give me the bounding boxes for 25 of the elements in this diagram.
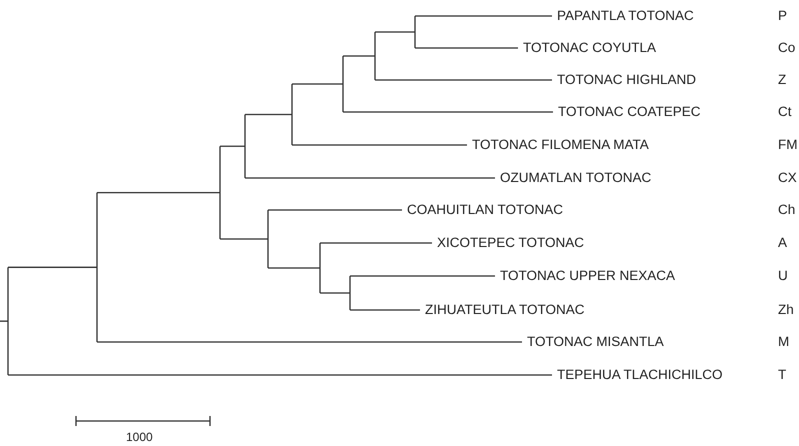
taxon-label: COAHUITLAN TOTONAC bbox=[407, 202, 564, 218]
taxon-label: TOTONAC UPPER NEXACA bbox=[500, 268, 676, 284]
taxon-code: Zh bbox=[778, 302, 794, 318]
taxon-label: OZUMATLAN TOTONAC bbox=[500, 170, 652, 186]
taxon-code: Z bbox=[778, 72, 786, 88]
taxon-code: T bbox=[778, 367, 786, 383]
scale-value: 1000 bbox=[126, 429, 153, 445]
taxon-label: TOTONAC MISANTLA bbox=[527, 334, 664, 350]
taxon-label: TOTONAC COYUTLA bbox=[523, 40, 656, 56]
taxon-label: TOTONAC HIGHLAND bbox=[557, 72, 696, 88]
taxon-code: U bbox=[778, 268, 788, 284]
taxon-code: Ch bbox=[778, 202, 796, 218]
taxon-code: Co bbox=[778, 40, 796, 56]
taxon-label: XICOTEPEC TOTONAC bbox=[437, 235, 584, 251]
taxon-code: A bbox=[778, 235, 788, 251]
taxon-code: FM bbox=[778, 137, 798, 153]
taxon-label: TOTONAC COATEPEC bbox=[558, 104, 701, 120]
taxon-code: P bbox=[778, 8, 788, 24]
taxon-label: TEPEHUA TLACHICHILCO bbox=[557, 367, 723, 383]
taxon-code: Ct bbox=[778, 104, 792, 120]
taxon-code: M bbox=[778, 334, 790, 350]
taxon-label: TOTONAC FILOMENA MATA bbox=[472, 137, 649, 153]
taxon-label: ZIHUATEUTLA TOTONAC bbox=[425, 302, 585, 318]
taxon-label: PAPANTLA TOTONAC bbox=[557, 8, 694, 24]
taxon-code: CX bbox=[778, 170, 797, 186]
